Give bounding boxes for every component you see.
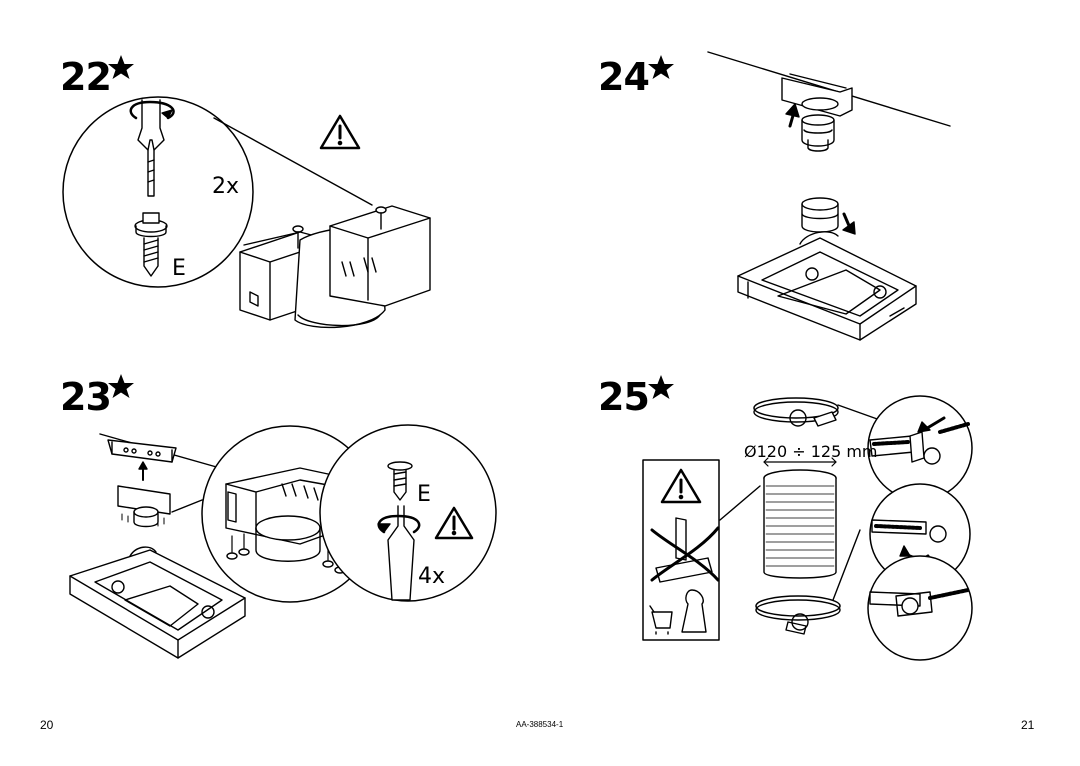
hood-outline <box>737 231 917 341</box>
warning-info-panel <box>642 459 720 641</box>
mounting-screw-icon <box>292 206 387 249</box>
step-24-illustration <box>648 51 951 341</box>
detail-circle <box>62 96 254 288</box>
detail-circle-3 <box>867 555 973 661</box>
step-22-illustration <box>62 55 431 329</box>
star-icon <box>108 55 134 79</box>
detail-circle-screwdriver <box>319 424 497 602</box>
star-icon <box>648 55 674 79</box>
warning-icon <box>319 114 361 150</box>
warning-icon <box>434 506 474 540</box>
diameter-label: Ø120 ÷ 125 mm <box>744 442 878 461</box>
step-23-illustration <box>69 374 497 659</box>
part-label: E <box>172 256 186 281</box>
screwdriver-icon <box>137 99 165 151</box>
quantity-label: 4x <box>418 564 446 589</box>
flexible-hose <box>763 457 837 579</box>
star-icon <box>648 375 674 399</box>
step-number: 22 <box>60 55 112 99</box>
step-number: 25 <box>598 375 650 419</box>
hood-outline <box>69 546 246 659</box>
document-code: AA-388534-1 <box>516 720 564 729</box>
quantity-label: 2x <box>212 174 240 199</box>
screwdriver-icon <box>387 505 415 601</box>
screw-icon <box>134 212 168 277</box>
step-25-illustration <box>642 375 973 661</box>
step-number: 24 <box>598 55 650 99</box>
step-number: 23 <box>60 375 112 419</box>
page-number-right: 21 <box>1021 718 1035 732</box>
page-number-left: 20 <box>40 718 54 732</box>
hose-clamp-icon <box>753 397 839 427</box>
duct-connector-box <box>239 205 431 329</box>
hose-clamp-icon <box>755 595 841 635</box>
screw-icon <box>226 533 346 574</box>
star-icon <box>108 374 134 398</box>
part-label: E <box>417 482 431 507</box>
